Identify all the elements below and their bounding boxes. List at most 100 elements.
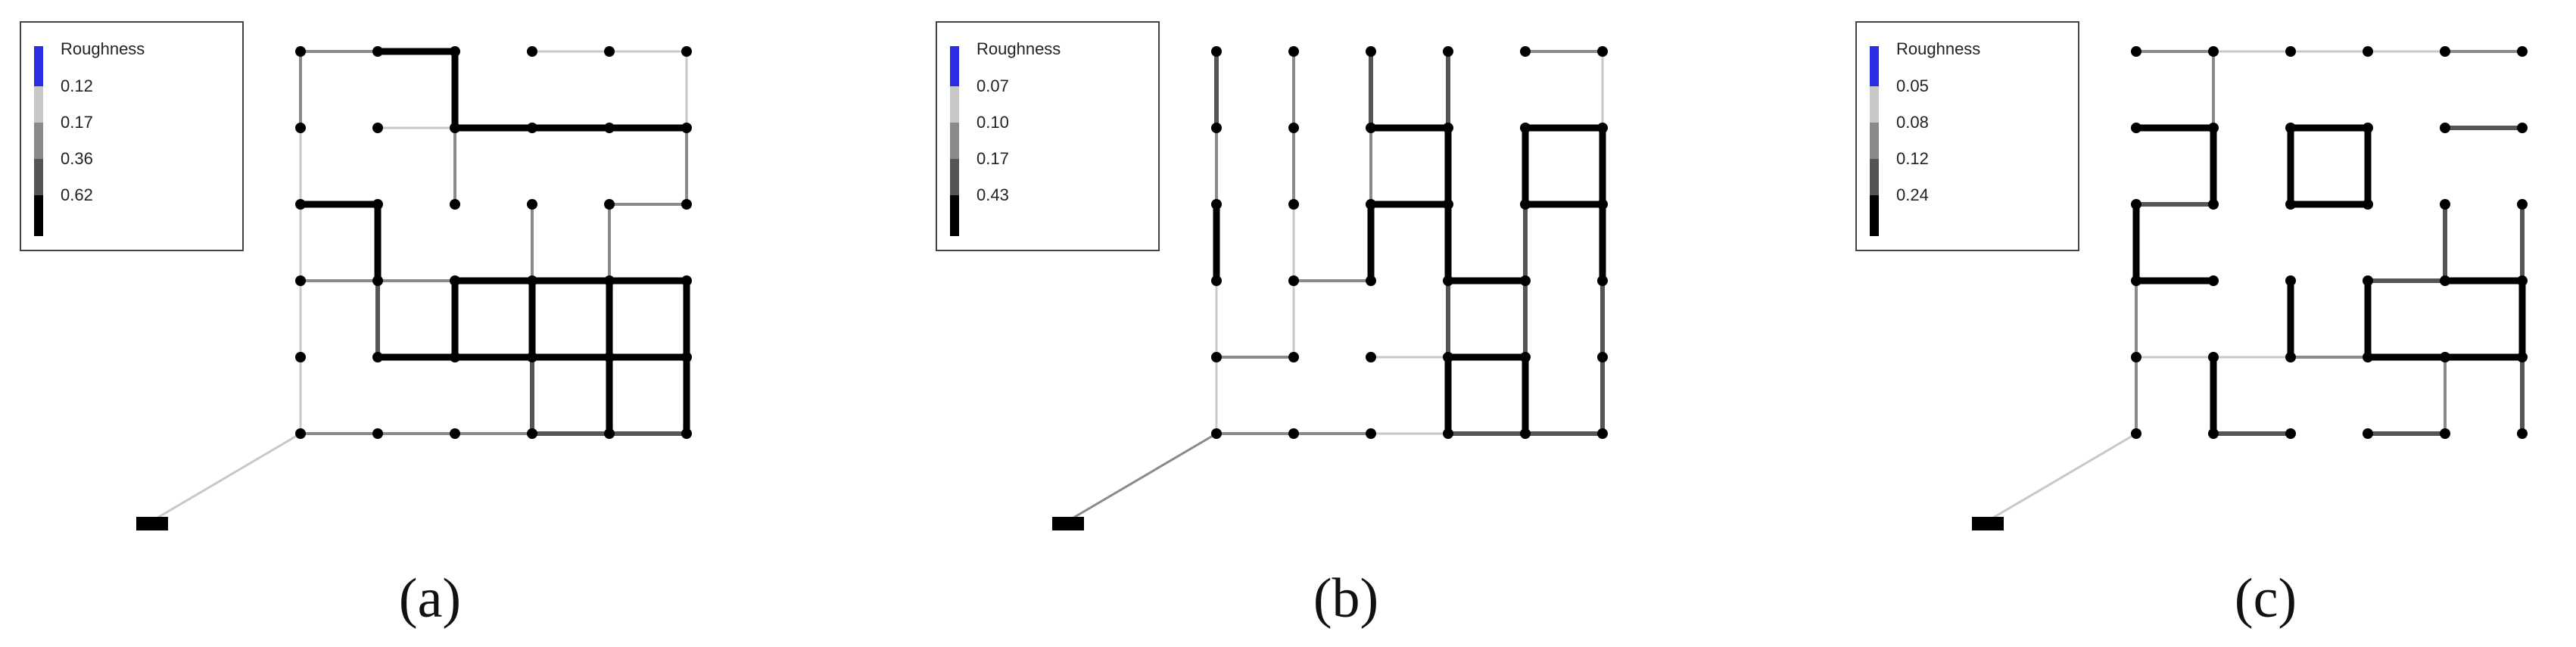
junction-node xyxy=(1366,199,1376,210)
panel-a-legend: Roughness 0.12 0.17 0.36 0.62 xyxy=(20,21,244,251)
junction-node xyxy=(2440,352,2450,362)
junction-node xyxy=(604,428,615,439)
junction-node xyxy=(2517,123,2528,133)
junction-node xyxy=(2285,46,2296,57)
reservoir xyxy=(1052,517,1084,530)
junction-node xyxy=(2208,352,2219,362)
panel-caption: (a) xyxy=(399,568,461,630)
junction-node xyxy=(2517,428,2528,439)
junction-node xyxy=(2440,428,2450,439)
junction-node xyxy=(1443,275,1453,286)
legend-title: Roughness xyxy=(61,39,145,58)
junction-node xyxy=(295,123,306,133)
reservoir xyxy=(1972,517,2004,530)
legend-swatch-blue xyxy=(1870,46,1879,86)
junction-node xyxy=(604,275,615,286)
legend-value: 0.62 xyxy=(61,185,93,204)
legend-swatch-dark xyxy=(950,159,959,195)
junction-node xyxy=(1288,275,1299,286)
junction-node xyxy=(681,275,692,286)
junction-node xyxy=(2363,199,2373,210)
panel-c-network-nodes xyxy=(1972,46,2528,530)
junction-node xyxy=(1366,352,1376,362)
junction-node xyxy=(1288,428,1299,439)
junction-node xyxy=(1443,123,1453,133)
source-pipe xyxy=(1985,432,2137,524)
junction-node xyxy=(1211,428,1222,439)
legend-value: 0.36 xyxy=(61,149,93,168)
junction-node xyxy=(527,199,537,210)
legend-value: 0.17 xyxy=(977,149,1009,168)
junction-node xyxy=(372,428,383,439)
junction-node xyxy=(1366,123,1376,133)
junction-node xyxy=(450,123,460,133)
legend-box xyxy=(1855,21,2079,251)
junction-node xyxy=(2440,123,2450,133)
junction-node xyxy=(1443,199,1453,210)
legend-box xyxy=(20,21,244,251)
junction-node xyxy=(2285,199,2296,210)
junction-node xyxy=(2131,123,2141,133)
legend-box xyxy=(936,21,1160,251)
junction-node xyxy=(2440,46,2450,57)
source-pipe xyxy=(149,432,301,524)
junction-node xyxy=(1597,199,1608,210)
legend-value: 0.24 xyxy=(1896,185,1929,204)
junction-node xyxy=(2131,352,2141,362)
legend-title: Roughness xyxy=(977,39,1061,58)
junction-node xyxy=(450,46,460,57)
junction-node xyxy=(372,123,383,133)
junction-node xyxy=(2285,275,2296,286)
junction-node xyxy=(450,199,460,210)
junction-node xyxy=(2440,275,2450,286)
legend-value: 0.10 xyxy=(977,113,1009,132)
legend-swatch-light xyxy=(1870,86,1879,123)
legend-title: Roughness xyxy=(1896,39,1980,58)
legend-swatch-mid xyxy=(1870,123,1879,159)
junction-node xyxy=(295,352,306,362)
junction-node xyxy=(2208,123,2219,133)
junction-node xyxy=(1211,199,1222,210)
panel-caption: (b) xyxy=(1313,568,1378,630)
panel-a: Roughness 0.12 0.17 0.36 0.62 (a) xyxy=(20,21,692,630)
junction-node xyxy=(295,46,306,57)
junction-node xyxy=(527,46,537,57)
junction-node xyxy=(450,428,460,439)
junction-node xyxy=(2517,352,2528,362)
junction-node xyxy=(1211,352,1222,362)
junction-node xyxy=(1520,199,1531,210)
junction-node xyxy=(2131,275,2141,286)
junction-node xyxy=(372,199,383,210)
panel-caption: (c) xyxy=(2235,568,2297,630)
junction-node xyxy=(1288,123,1299,133)
junction-node xyxy=(2208,428,2219,439)
junction-node xyxy=(2363,428,2373,439)
legend-swatch-dark xyxy=(34,159,43,195)
junction-node xyxy=(2517,46,2528,57)
junction-node xyxy=(2208,46,2219,57)
junction-node xyxy=(295,199,306,210)
panel-c: Roughness 0.05 0.08 0.12 0.24 (c) xyxy=(1855,21,2528,630)
junction-node xyxy=(450,352,460,362)
legend-value: 0.12 xyxy=(1896,149,1929,168)
junction-node xyxy=(2363,275,2373,286)
junction-node xyxy=(681,428,692,439)
junction-node xyxy=(1366,428,1376,439)
reservoir xyxy=(136,517,168,530)
junction-node xyxy=(1366,275,1376,286)
junction-node xyxy=(681,46,692,57)
panel-b-network-edges xyxy=(1065,49,1606,524)
junction-node xyxy=(1597,428,1608,439)
junction-node xyxy=(1597,46,1608,57)
junction-node xyxy=(604,352,615,362)
junction-node xyxy=(1288,46,1299,57)
legend-value: 0.05 xyxy=(1896,76,1929,95)
legend-swatch-light xyxy=(950,86,959,123)
junction-node xyxy=(1211,46,1222,57)
junction-node xyxy=(2285,123,2296,133)
junction-node xyxy=(1520,352,1531,362)
junction-node xyxy=(295,275,306,286)
junction-node xyxy=(2363,46,2373,57)
junction-node xyxy=(1520,46,1531,57)
panel-b-legend: Roughness 0.07 0.10 0.17 0.43 xyxy=(936,21,1160,251)
